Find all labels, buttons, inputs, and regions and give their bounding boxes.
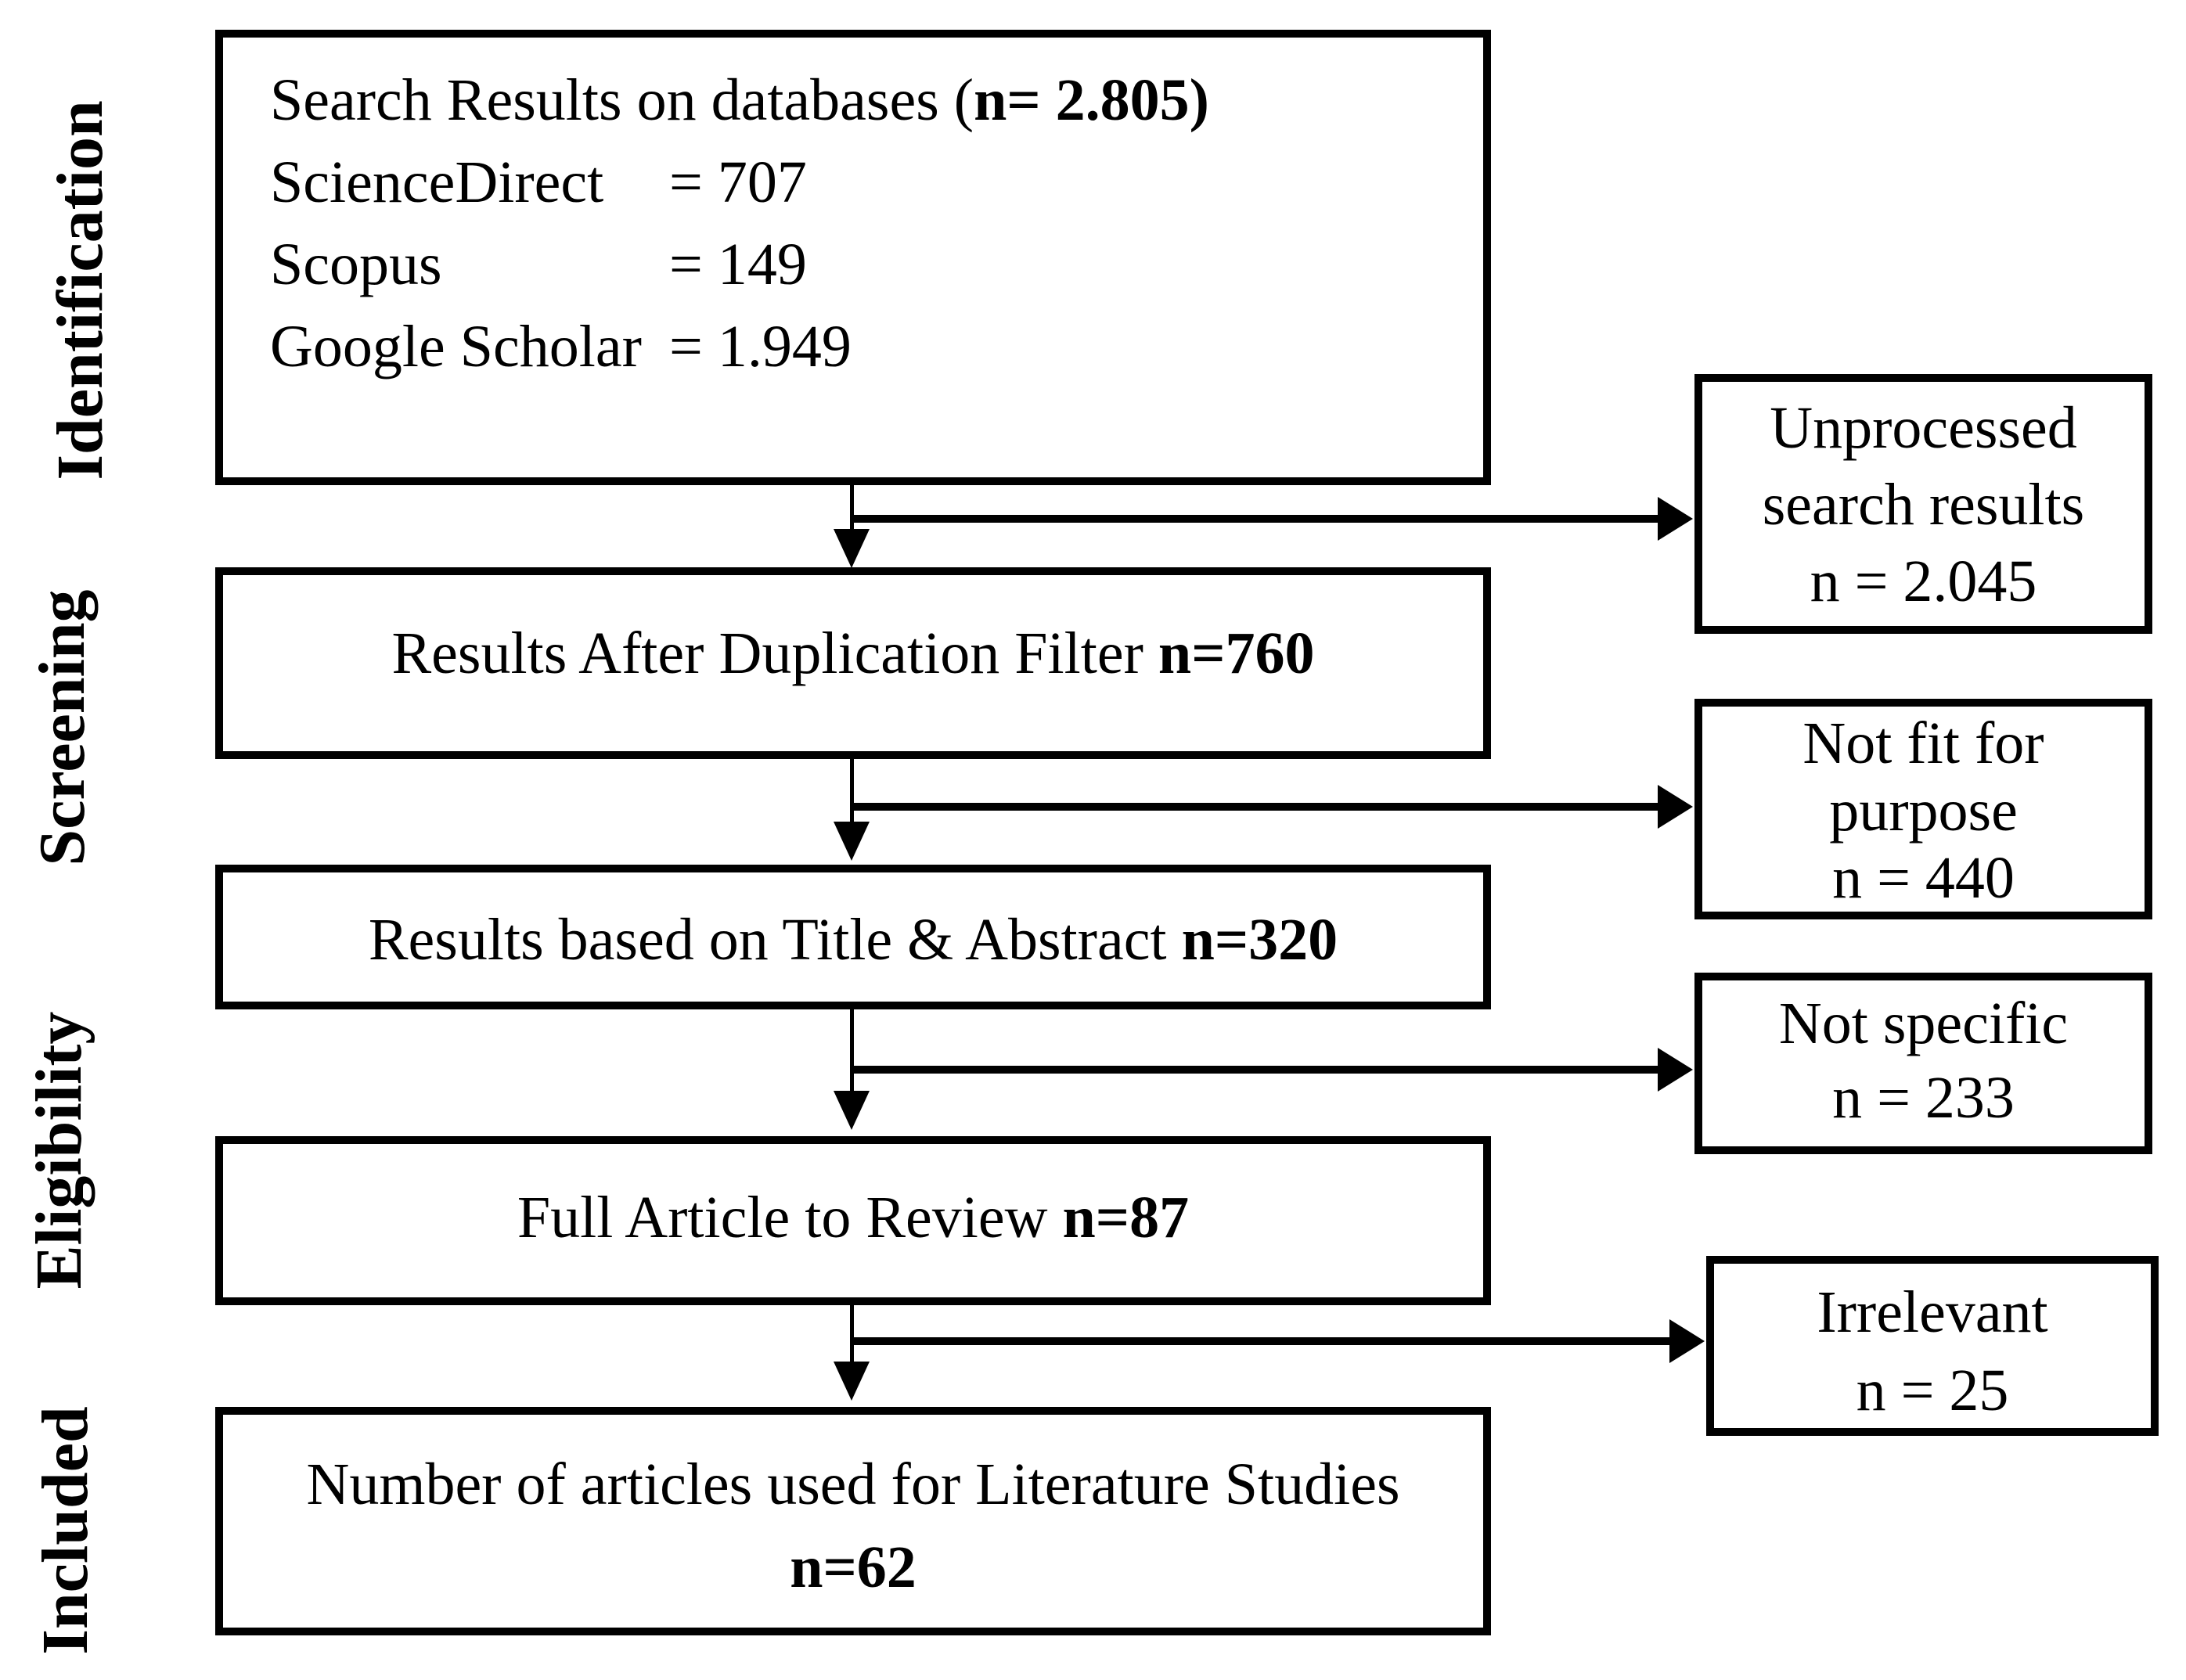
included-articles-text: Number of articles used for Literature S… — [306, 1452, 1400, 1517]
exclusion-not-fit-box: Not fit for purpose n = 440 — [1694, 699, 2152, 919]
database-count: = 707 — [669, 149, 807, 215]
full-article-n: n=87 — [1062, 1185, 1190, 1250]
connector-3-arrowhead-down-icon — [834, 1091, 870, 1130]
connector-4-shaft — [850, 1305, 854, 1362]
connector-1-arrowhead-down-icon — [834, 529, 870, 568]
exclusion-line: Not specific — [1778, 991, 2069, 1056]
exclusion-not-specific-box: Not specific n = 233 — [1694, 973, 2152, 1154]
exclusion-count: n = 25 — [1856, 1358, 2009, 1423]
branch-2-line — [852, 803, 1658, 811]
search-results-n: n= 2.805) — [974, 67, 1209, 133]
included-articles-box: Number of articles used for Literature S… — [215, 1407, 1491, 1635]
exclusion-line: purpose — [1829, 778, 2018, 844]
branch-1-line — [852, 515, 1658, 523]
search-results-title: Search Results on databases (n= 2.805) — [270, 67, 1209, 133]
database-count: = 1.949 — [669, 314, 852, 380]
connector-4-arrowhead-down-icon — [834, 1362, 870, 1401]
title-abstract-n: n=320 — [1181, 907, 1338, 973]
stage-label-included: Included — [29, 1406, 102, 1655]
exclusion-line: search results — [1762, 472, 2085, 538]
branch-4-arrowhead-right-icon — [1669, 1319, 1705, 1363]
exclusion-count: n = 440 — [1832, 845, 2015, 911]
included-articles-n: n=62 — [790, 1534, 917, 1600]
branch-3-arrowhead-right-icon — [1658, 1048, 1693, 1092]
exclusion-line: Not fit for — [1802, 710, 2044, 776]
exclusion-irrelevant-box: Irrelevant n = 25 — [1706, 1256, 2159, 1436]
exclusion-count: n = 2.045 — [1810, 549, 2037, 614]
full-article-box: Full Article to Review n=87 — [215, 1136, 1491, 1305]
branch-3-line — [852, 1066, 1658, 1074]
database-row: Scopus= 149 — [270, 232, 807, 297]
connector-2-shaft — [850, 759, 854, 822]
database-count: = 149 — [669, 232, 807, 297]
search-results-box: Search Results on databases (n= 2.805) S… — [215, 30, 1491, 485]
exclusion-line: Unprocessed — [1770, 395, 2077, 461]
exclusion-line: Irrelevant — [1817, 1279, 2048, 1345]
connector-3-shaft — [850, 1009, 854, 1091]
exclusion-unprocessed-box: Unprocessed search results n = 2.045 — [1694, 374, 2152, 634]
database-row: ScienceDirect= 707 — [270, 149, 807, 215]
duplication-filter-n: n=760 — [1158, 621, 1315, 686]
connector-2-arrowhead-down-icon — [834, 822, 870, 861]
duplication-filter-box: Results After Duplication Filter n=760 — [215, 567, 1491, 759]
title-abstract-box: Results based on Title & Abstract n=320 — [215, 865, 1491, 1009]
branch-1-arrowhead-right-icon — [1658, 497, 1693, 541]
branch-2-arrowhead-right-icon — [1658, 785, 1693, 829]
branch-4-line — [852, 1337, 1669, 1345]
connector-1-shaft — [850, 485, 854, 529]
database-row: Google Scholar= 1.949 — [270, 314, 852, 380]
exclusion-count: n = 233 — [1832, 1065, 2015, 1131]
